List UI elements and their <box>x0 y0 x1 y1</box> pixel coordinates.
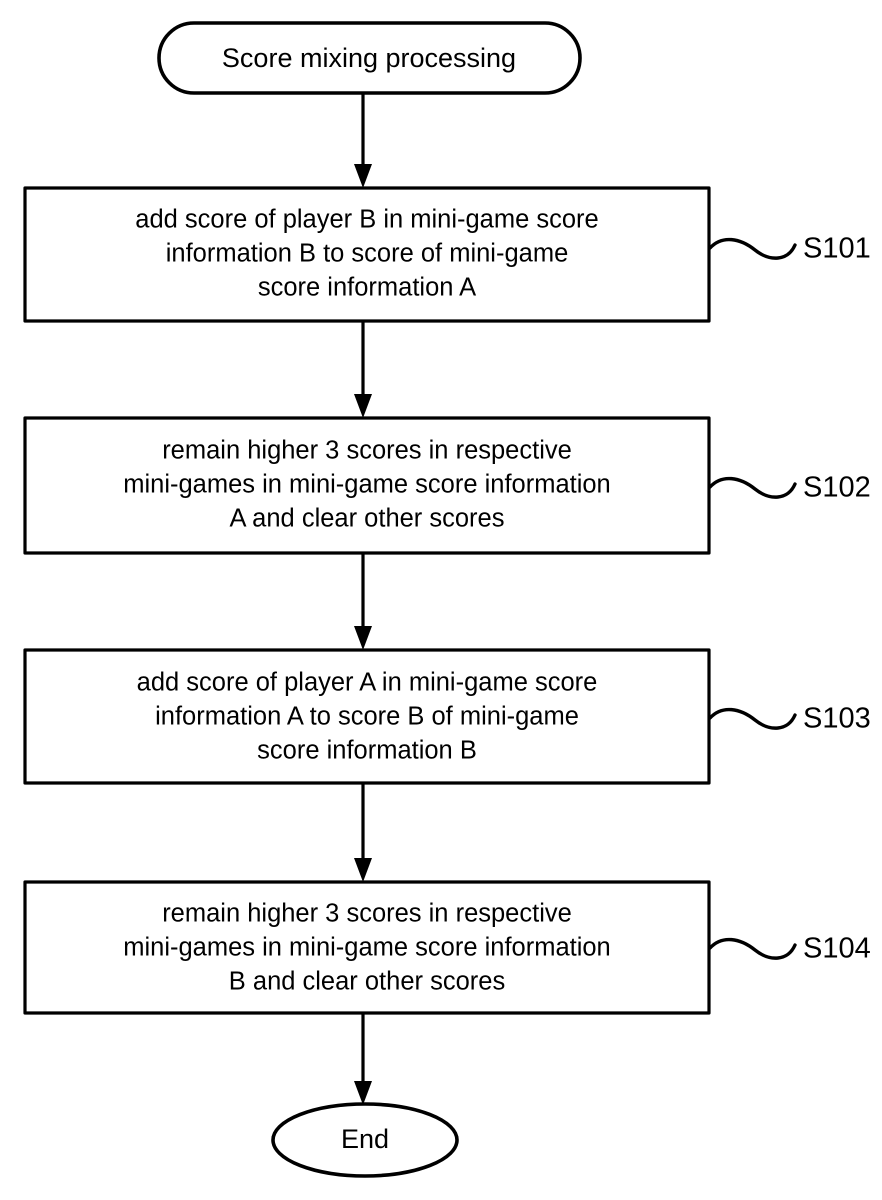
process-box-line-2: mini-games in mini-game score informatio… <box>123 934 611 962</box>
process-box-line-1: remain higher 3 scores in respective <box>162 437 572 465</box>
connector-s104-to-end <box>354 1013 372 1105</box>
leader-squiggle-icon <box>708 937 797 960</box>
process-box-line-3: A and clear other scores <box>230 505 505 533</box>
process-box-line-3: score information B <box>257 737 477 765</box>
process-box-line-2: information B to score of mini-game <box>166 240 569 268</box>
start-terminator-label: Score mixing processing <box>222 43 516 73</box>
connector-s102-to-s103 <box>354 553 372 650</box>
step-label-s104: S104 <box>708 933 871 965</box>
arrow-head-icon <box>354 394 372 418</box>
step-label-text: S102 <box>803 472 871 504</box>
connector-s101-to-s102 <box>354 321 372 418</box>
process-box-s104[interactable]: remain higher 3 scores in respective min… <box>23 880 711 1015</box>
arrow-head-icon <box>354 164 372 188</box>
process-box-s102[interactable]: remain higher 3 scores in respective min… <box>23 416 711 555</box>
process-box-shape <box>23 648 711 785</box>
process-box-line-2: mini-games in mini-game score informatio… <box>123 471 611 499</box>
connector-s103-to-s104 <box>354 783 372 882</box>
arrow-head-icon <box>354 1081 372 1105</box>
process-box-line-1: add score of player A in mini-game score <box>137 669 598 697</box>
end-terminator-shape <box>271 1102 459 1178</box>
step-label-text: S103 <box>803 703 871 735</box>
connector-start-to-s101 <box>354 93 372 188</box>
start-terminator-shape <box>157 21 582 95</box>
step-label-text: S101 <box>803 233 871 265</box>
process-box-line-1: remain higher 3 scores in respective <box>162 900 572 928</box>
process-box-line-3: score information A <box>258 274 476 302</box>
end-terminator-label: End <box>341 1124 389 1154</box>
step-label-s103: S103 <box>708 703 871 735</box>
start-terminator[interactable]: Score mixing processing <box>157 21 582 95</box>
leader-squiggle-icon <box>708 237 797 260</box>
arrow-head-icon <box>354 626 372 650</box>
process-box-line-3: B and clear other scores <box>229 968 505 996</box>
process-box-shape <box>23 880 711 1015</box>
step-label-text: S104 <box>803 933 871 965</box>
process-box-shape <box>23 186 711 323</box>
process-box-line-1: add score of player B in mini-game score <box>135 206 598 234</box>
arrow-head-icon <box>354 858 372 882</box>
process-box-s101[interactable]: add score of player B in mini-game score… <box>23 186 711 323</box>
leader-squiggle-icon <box>708 476 797 499</box>
end-terminator[interactable]: End <box>271 1102 459 1178</box>
step-label-s102: S102 <box>708 472 871 504</box>
leader-squiggle-icon <box>708 707 797 730</box>
process-box-s103[interactable]: add score of player A in mini-game score… <box>23 648 711 785</box>
process-box-line-2: information A to score B of mini-game <box>155 703 579 731</box>
process-box-shape <box>23 416 711 555</box>
step-label-s101: S101 <box>708 233 871 265</box>
